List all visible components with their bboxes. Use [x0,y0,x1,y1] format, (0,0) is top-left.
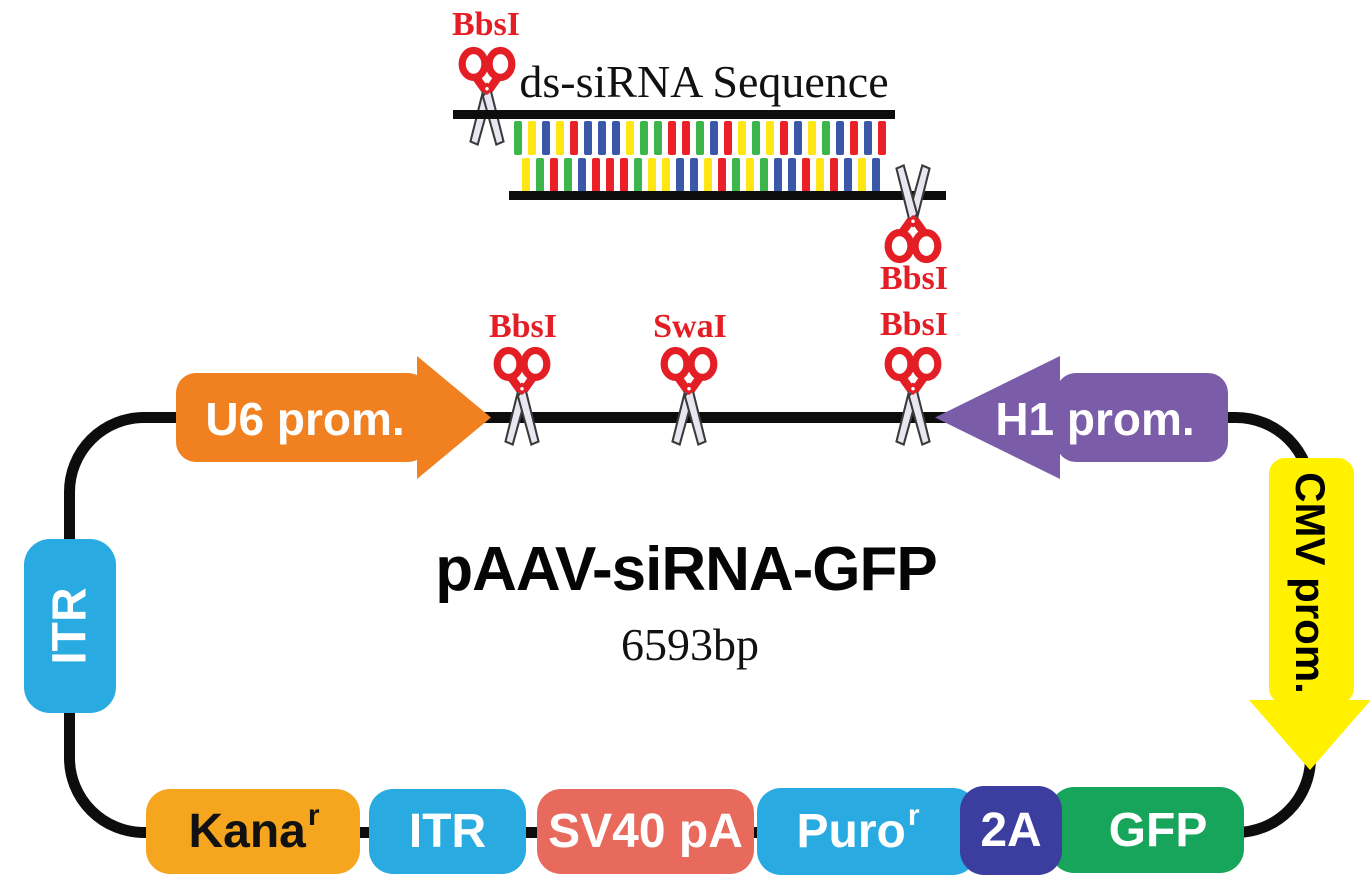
dna-base-bar [822,121,830,155]
scissors-icon [882,162,944,266]
plasmid-size: 6593bp [621,619,759,670]
dna-base-bar [662,158,670,192]
insert-top-strand-line [453,110,895,119]
dna-base-bar [794,121,802,155]
insert-title: ds-siRNA Sequence [519,56,889,107]
dna-base-bar [872,158,880,192]
sv40-pa-label: SV40 pA [548,805,743,858]
dna-base-bar [696,121,704,155]
gfp-label: GFP [1108,803,1208,857]
dna-base-bar [774,158,782,192]
gfp-box: GFP [1050,787,1244,873]
dna-base-bar [808,121,816,155]
h1-promoter-label: H1 prom. [995,393,1195,445]
enzyme-label-swai: SwaI [653,308,727,345]
dna-base-bar [864,121,872,155]
dna-base-bar [514,121,522,155]
dna-base-bar [640,121,648,155]
dna-base-bar [788,158,796,192]
dna-base-bar [802,158,810,192]
dna-base-bar [844,158,852,192]
enzyme-label-bbsi-left: BbsI [488,308,558,345]
dna-base-bar [816,158,824,192]
enzyme-label-bbsi-right: BbsI [879,306,949,343]
dna-base-bar [710,121,718,155]
2a-peptide-box: 2A [960,786,1062,875]
u6-promoter-arrow [176,356,491,479]
dna-base-bar [718,158,726,192]
dna-base-bar [528,121,536,155]
dna-base-bar [858,158,866,192]
dna-base-bar [522,158,530,192]
itr-left-box: ITR [24,539,116,713]
dna-base-bar [738,121,746,155]
enzyme-label-bbsi-insert-bottom: BbsI [879,260,949,297]
dna-base-bar [704,158,712,192]
itr-bottom-box: ITR [369,789,526,874]
itr-bottom-label: ITR [408,805,487,858]
u6-promoter-label: U6 prom. [205,393,405,445]
dna-base-bar [556,121,564,155]
itr-left-label: ITR [43,587,97,665]
dna-base-bar [648,158,656,192]
dna-base-bar [878,121,886,155]
dna-base-bar [682,121,690,155]
scissors-icon [456,44,518,148]
dna-base-bar [578,158,586,192]
puro-label: Puro [796,805,906,858]
dna-base-bar [564,158,572,192]
h1-promoter-arrow [935,356,1228,479]
insert-bottom-strand-line [509,191,946,200]
dna-base-bar [780,121,788,155]
dna-base-bar [536,158,544,192]
enzyme-label-bbsi-insert-top: BbsI [451,6,521,43]
dna-base-bar [850,121,858,155]
dna-base-bar [690,158,698,192]
dna-base-bar [746,158,754,192]
2a-label: 2A [980,804,1042,857]
cmv-promoter-arrow [1249,458,1370,770]
insert-bottom-strand-bases [522,158,880,192]
dna-base-bar [542,121,550,155]
kana-label: Kana [188,805,306,858]
dna-base-bar [668,121,676,155]
dna-base-bar [626,121,634,155]
dna-base-bar [676,158,684,192]
dna-base-bar [570,121,578,155]
plasmid-name: pAAV-siRNA-GFP [435,535,938,604]
dna-base-bar [654,121,662,155]
dna-base-bar [592,158,600,192]
cmv-promoter-label: CMV prom. [1287,472,1334,694]
scissors-icon [658,344,720,448]
dna-base-bar [550,158,558,192]
scissors-icon [491,344,553,448]
insert-top-strand-bases [514,121,886,155]
dna-base-bar [620,158,628,192]
dna-base-bar [724,121,732,155]
dna-base-bar [606,158,614,192]
dna-base-bar [752,121,760,155]
dna-base-bar [584,121,592,155]
dna-base-bar [836,121,844,155]
dna-base-bar [634,158,642,192]
dna-base-bar [598,121,606,155]
sv40-pa-box: SV40 pA [537,789,754,874]
dna-base-bar [830,158,838,192]
dna-base-bar [766,121,774,155]
dna-base-bar [612,121,620,155]
dna-base-bar [732,158,740,192]
dna-base-bar [760,158,768,192]
